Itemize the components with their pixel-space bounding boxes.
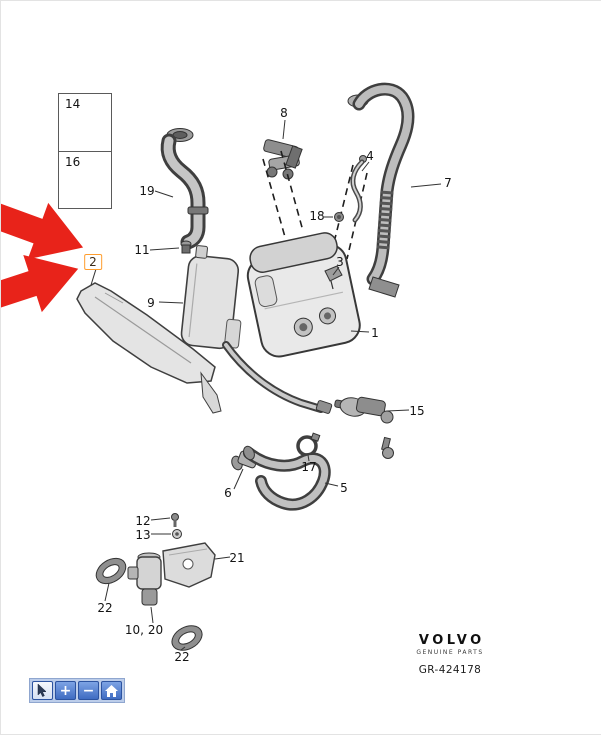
part-box-16: 16 <box>58 151 112 209</box>
part-19-filler-pipe <box>160 128 209 250</box>
callout-9[interactable]: 9 <box>147 296 155 310</box>
callout-22-a[interactable]: 22 <box>97 601 113 615</box>
plus-icon: + <box>59 682 72 699</box>
callout-3[interactable]: 3 <box>336 255 344 269</box>
callout-7[interactable]: 7 <box>444 176 452 190</box>
part-1-carbon-canister <box>246 232 361 358</box>
viewer-toolbar: + − <box>29 678 125 703</box>
highlight-arrow-2 <box>1 255 79 313</box>
part-11-grommet <box>180 240 192 254</box>
callout-14[interactable]: 14 <box>65 97 81 111</box>
callout-8[interactable]: 8 <box>280 106 288 120</box>
callout-4[interactable]: 4 <box>366 149 374 163</box>
pointer-tool-button[interactable] <box>32 681 53 700</box>
highlight-arrows <box>1 201 84 313</box>
callout-11[interactable]: 11 <box>134 243 150 257</box>
zoom-out-button[interactable]: − <box>78 681 99 700</box>
callout-13[interactable]: 13 <box>135 528 151 542</box>
home-icon <box>105 684 118 697</box>
part-8-bracket <box>263 139 303 180</box>
callout-17[interactable]: 17 <box>301 460 317 474</box>
part-5-hose <box>243 445 331 511</box>
part-2-bracket-shield <box>76 282 222 414</box>
callout-5[interactable]: 5 <box>340 481 348 495</box>
brand-block: VOLVO GENUINE PARTS GR-424178 <box>404 633 496 676</box>
part-22-seal-a <box>95 557 127 585</box>
brand-tagline: GENUINE PARTS <box>416 649 484 656</box>
part-9-canister <box>180 245 333 414</box>
zoom-in-button[interactable]: + <box>55 681 76 700</box>
leader-lines <box>90 119 442 651</box>
part-18-nut <box>334 212 344 222</box>
part-15-bolt <box>381 436 394 459</box>
callout-12[interactable]: 12 <box>135 514 151 528</box>
callout-10-20[interactable]: 10, 20 <box>124 623 164 637</box>
callout-19[interactable]: 19 <box>139 184 155 198</box>
callout-15[interactable]: 15 <box>409 404 425 418</box>
callout-2-highlighted[interactable]: 2 <box>84 254 102 270</box>
home-view-button[interactable] <box>101 681 122 700</box>
part-box-14: 14 <box>58 93 112 153</box>
part-22-seal-b <box>171 625 203 651</box>
part-13-washer <box>172 529 182 539</box>
part-4-hose <box>350 155 367 223</box>
part-15-valve <box>334 396 394 459</box>
part-21-bracket <box>162 542 216 588</box>
drawing-number: GR-424178 <box>418 664 482 676</box>
highlight-arrow-1 <box>1 201 84 260</box>
callout-21[interactable]: 21 <box>229 551 245 565</box>
part-3-clip <box>324 265 343 290</box>
callout-16[interactable]: 16 <box>65 155 81 169</box>
part-7-vent-hose <box>347 82 415 298</box>
brand-logo-text: VOLVO <box>418 633 485 648</box>
part-10-20-pump <box>127 552 162 606</box>
callout-22-b[interactable]: 22 <box>174 650 190 664</box>
part-12-screw <box>171 513 179 527</box>
callout-6[interactable]: 6 <box>224 486 232 500</box>
part-17-clamp <box>296 432 321 457</box>
callout-1[interactable]: 1 <box>371 326 379 340</box>
minus-icon: − <box>82 682 95 699</box>
callout-18[interactable]: 18 <box>309 209 325 223</box>
cursor-icon <box>37 684 47 697</box>
